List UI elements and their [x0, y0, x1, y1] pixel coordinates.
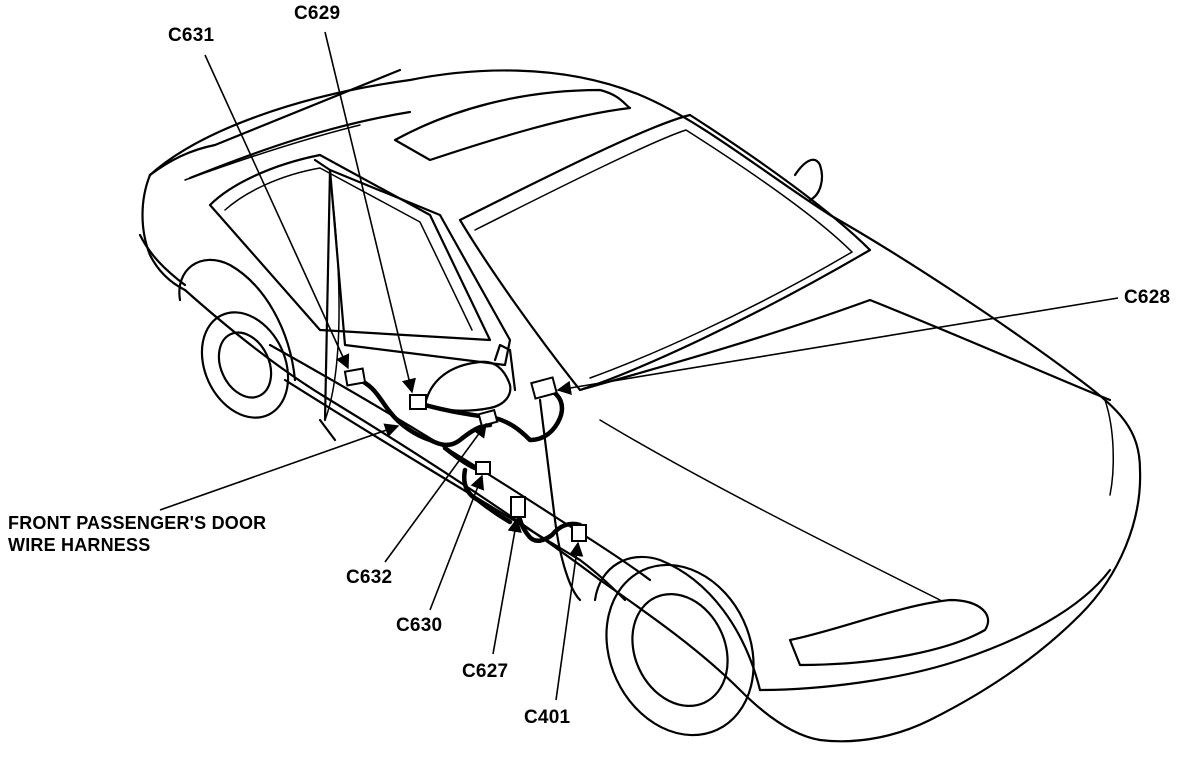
leader-lines: [159, 31, 1119, 701]
label-harness-line2: WIRE HARNESS: [8, 535, 151, 555]
label-c632: C632: [346, 567, 393, 588]
label-c627: C627: [462, 661, 509, 682]
leader-c632: [384, 422, 487, 563]
connector-c628: [530, 376, 558, 400]
label-c630: C630: [396, 615, 443, 636]
connector-c630: [475, 461, 491, 475]
car-body-outline: [138, 68, 1142, 743]
leader-harness: [159, 423, 400, 511]
leader-c628: [556, 297, 1119, 396]
leader-c627: [492, 517, 522, 655]
label-harness-line1: FRONT PASSENGER'S DOOR: [8, 513, 267, 533]
connector-c401: [571, 524, 587, 542]
connector-c632: [477, 408, 499, 428]
label-harness: FRONT PASSENGER'S DOOR WIRE HARNESS: [8, 512, 266, 556]
connector-c631: [343, 367, 367, 387]
connector-c629: [409, 394, 427, 410]
connector-c627: [510, 496, 526, 518]
leader-c631: [204, 54, 350, 370]
label-c631: C631: [168, 25, 215, 46]
leader-c401: [555, 541, 584, 701]
leader-c630: [429, 474, 485, 611]
leader-c629: [324, 31, 416, 394]
wire-harness: [352, 375, 583, 543]
connectors: [343, 367, 587, 542]
label-c628: C628: [1124, 287, 1171, 308]
label-c401: C401: [524, 707, 571, 728]
label-c629: C629: [294, 3, 341, 24]
